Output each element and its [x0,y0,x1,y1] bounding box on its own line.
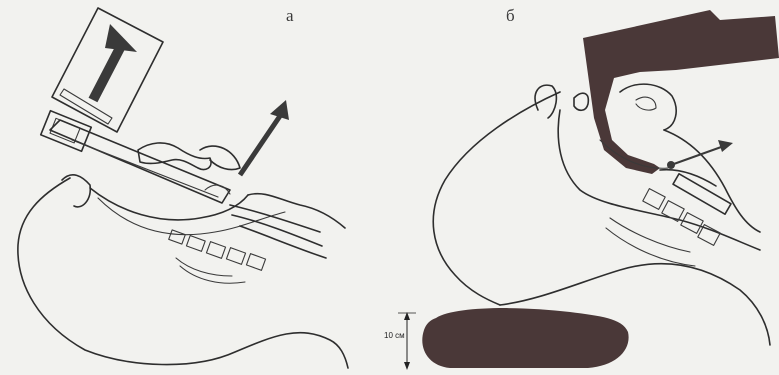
airway-a [98,198,285,235]
head-outline-b [433,92,560,305]
vertebrae-a [169,230,266,283]
nose-b [620,84,676,130]
pharynx-b [558,110,760,250]
scale-label: 10 см [384,331,405,340]
occiput-b [535,85,556,118]
panel-b-drawing [398,10,779,370]
lift-arrow-b [667,140,733,169]
trachea-a [230,205,326,258]
laryngoscope-hinge [41,111,92,152]
panel-label-b: б [506,6,515,26]
nasal-b [636,97,656,110]
epiglottis-a [205,185,230,194]
laryngoscope-dark [583,10,779,174]
head-outline-a [18,178,348,368]
chin-b [664,130,760,232]
lift-arrow-neck [240,100,289,175]
upper-teeth-b [574,93,588,110]
scale-bar [398,312,416,370]
vertebrae-b [606,189,720,266]
tongue-a [90,188,248,220]
lift-arrow-handle [93,24,137,100]
epiglottis-b [660,170,716,186]
panel-label-a: а [286,6,294,26]
panel-a-drawing [18,8,348,368]
pillow [422,308,628,368]
